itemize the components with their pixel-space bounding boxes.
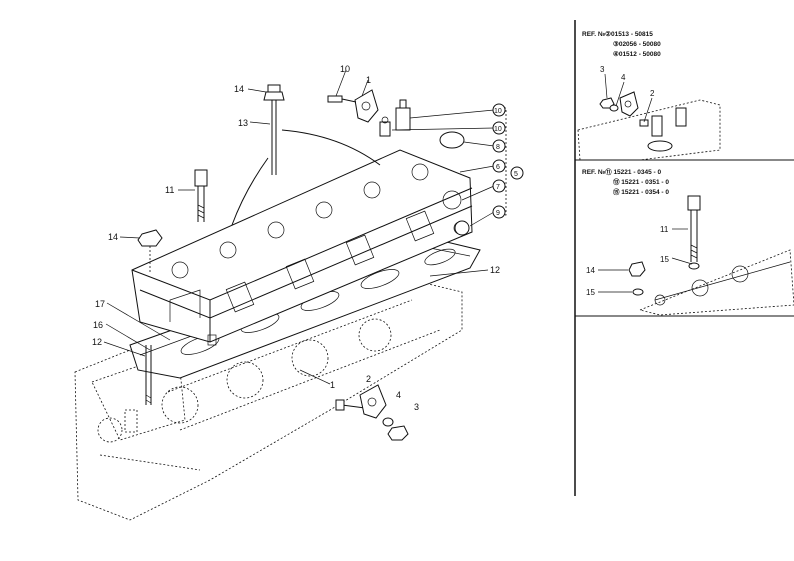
- inset-bottom-ref-line-2: ⑬ 15221 - 0351 - 0: [613, 177, 669, 186]
- stud-12: [145, 345, 152, 405]
- callout-1-bottom: 1: [330, 380, 335, 390]
- circled-callouts: [492, 103, 524, 219]
- lifting-eye-top: [327, 89, 379, 123]
- bolt-11: [194, 169, 208, 222]
- inset-top-ref-line-1: REF. №②01513 - 50815: [582, 30, 653, 38]
- guide-curve-2: [231, 157, 269, 226]
- nut-14-left: [137, 229, 163, 272]
- callout-17: 17: [95, 299, 105, 309]
- inset-top-callout-2: 2: [650, 89, 655, 98]
- plug-8: [439, 131, 465, 149]
- callout-14-top: 14: [234, 84, 244, 94]
- callout-12-left: 12: [92, 337, 102, 347]
- guide-curve: [281, 129, 381, 166]
- callout-11: 11: [165, 185, 174, 195]
- callout-16: 16: [93, 320, 103, 330]
- inset-bottom-callout-15-right: 15: [660, 255, 669, 264]
- callout-4: 4: [396, 390, 401, 400]
- callout-10-top: 10: [340, 64, 350, 74]
- callout-12-right: 12: [490, 265, 500, 275]
- stud-bolt-13: [263, 84, 285, 175]
- leader-lines: [103, 69, 495, 385]
- inset-bottom-callout-11: 11: [660, 225, 669, 234]
- circled-8: 8: [496, 144, 500, 151]
- callout-14-left: 14: [108, 232, 118, 242]
- inset-bottom-ref-line-1: REF. №⑪ 15221 - 0345 - 0: [582, 167, 662, 176]
- lifting-eye-bottom: [335, 384, 409, 441]
- inset-bottom-ref-line-3: ⑮ 15221 - 0354 - 0: [613, 187, 669, 196]
- circled-6: 6: [496, 164, 500, 171]
- inset-top-callout-3: 3: [600, 65, 605, 74]
- circled-7: 7: [496, 184, 500, 191]
- circled-5: 5: [514, 171, 518, 178]
- circled-10b: 10: [494, 126, 502, 133]
- inset-top-ref-line-2: ③02056 - 50080: [613, 40, 661, 48]
- inset-top: REF. №②01513 - 50815 ③02056 - 50080 ④015…: [577, 30, 721, 161]
- circled-9: 9: [496, 210, 500, 217]
- inset-bottom: REF. №⑪ 15221 - 0345 - 0 ⑬ 15221 - 0351 …: [582, 167, 794, 316]
- inset-top-ref-line-3: ④01512 - 50080: [613, 50, 661, 58]
- inset-bottom-callout-15-left: 15: [586, 288, 595, 297]
- cylinder-head: [131, 149, 473, 346]
- callout-3: 3: [414, 402, 419, 412]
- callout-1-top: 1: [366, 75, 371, 85]
- inset-top-callout-4: 4: [621, 73, 626, 82]
- callout-2: 2: [366, 374, 371, 384]
- callout-13: 13: [238, 118, 248, 128]
- inset-bottom-callout-14: 14: [586, 266, 595, 275]
- ring-9: [454, 220, 470, 236]
- nozzles-10: [379, 99, 411, 137]
- circled-10a: 10: [494, 108, 502, 115]
